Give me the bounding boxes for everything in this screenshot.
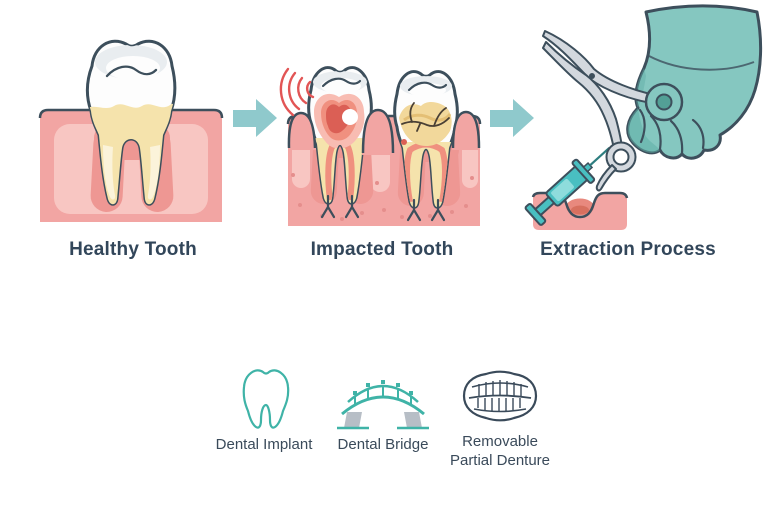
pain-waves-icon xyxy=(279,67,315,117)
impacted-tooth-illustration xyxy=(279,66,482,226)
extraction-process-illustration xyxy=(524,4,763,230)
hand-grip-details xyxy=(638,82,705,155)
denture-icon xyxy=(462,370,538,422)
healthy-tooth-illustration xyxy=(38,39,224,222)
tooth-outline-icon xyxy=(242,369,290,429)
right-arrow-icon xyxy=(233,99,277,137)
option-label-removable-partial-denture: Removable Partial Denture xyxy=(449,433,551,469)
bridge-icon xyxy=(337,380,429,430)
stage-label-impacted-tooth: Impacted Tooth xyxy=(310,239,454,260)
syringe-icon xyxy=(524,147,611,226)
option-label-dental-bridge: Dental Bridge xyxy=(337,436,429,453)
stage-label-extraction-process: Extraction Process xyxy=(540,239,716,260)
option-label-dental-implant: Dental Implant xyxy=(215,436,313,453)
stage-label-healthy-tooth: Healthy Tooth xyxy=(69,239,197,260)
gloved-hand-icon xyxy=(626,4,763,160)
right-arrow-icon xyxy=(490,99,534,137)
